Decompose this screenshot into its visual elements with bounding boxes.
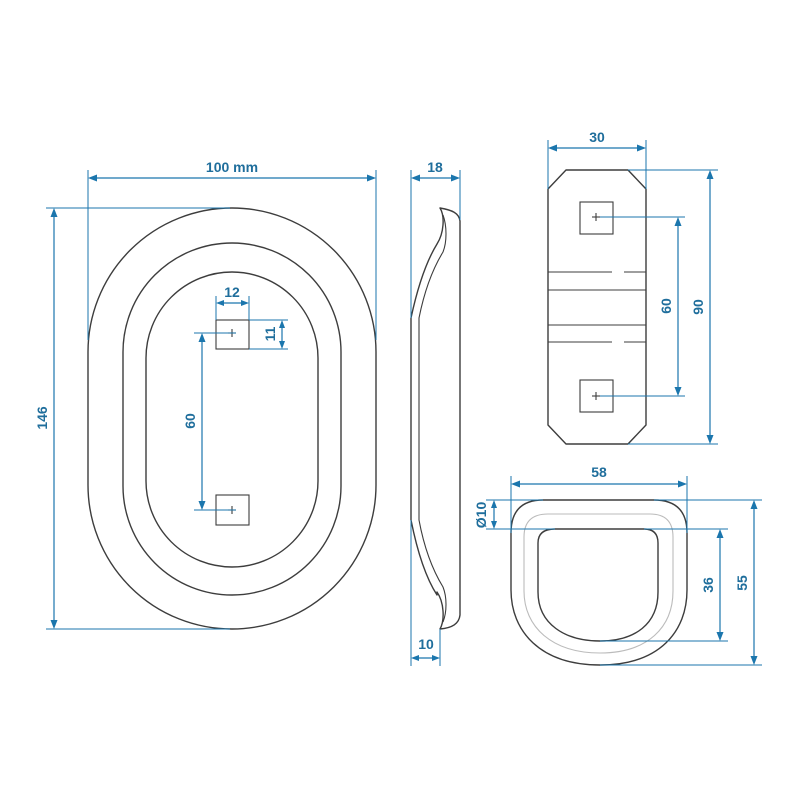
dimension-hole-width: 12: [215, 284, 250, 320]
dimension-bracket-width: 30: [547, 129, 647, 189]
ring-wire-diameter-label: Ø10: [473, 502, 489, 529]
dimension-ring-width: 58: [510, 464, 688, 533]
hole-width-label: 12: [224, 284, 240, 300]
bracket-outline: [547, 169, 647, 445]
side-flange-label: 10: [418, 636, 434, 652]
hole-spacing-label: 60: [182, 413, 198, 429]
dimension-ring-outer-height: 55: [600, 499, 762, 666]
ring-width-label: 58: [591, 464, 607, 480]
bracket-hole-spacing-label: 60: [658, 298, 674, 314]
dimension-bracket-hole-spacing: 60: [600, 216, 685, 397]
plate-width-label: 100 mm: [206, 159, 258, 175]
bracket-width-label: 30: [589, 129, 605, 145]
dimension-side-flange: 10: [410, 520, 441, 666]
dimension-ring-inner-height: 36: [600, 528, 728, 642]
plate-side-profile: [410, 207, 461, 630]
side-view: 18 10: [410, 159, 461, 666]
d-ring-inner: [537, 528, 659, 642]
dimension-side-depth: 18: [410, 159, 461, 318]
plate-recess: [145, 271, 319, 568]
bracket-hole-top: [579, 201, 614, 235]
dimension-bracket-height: 90: [628, 169, 718, 445]
front-view: 100 mm 146 12 11: [34, 159, 377, 630]
bracket-view: 30 60 90: [547, 129, 718, 445]
plate-outer-outline: [87, 207, 377, 630]
dimension-ring-wire-diameter: Ø10: [473, 499, 555, 530]
side-depth-label: 18: [427, 159, 443, 175]
ring-view: 58 Ø10 36 55: [473, 464, 762, 666]
plate-raised-rim: [122, 242, 342, 596]
mounting-hole-top: [215, 319, 250, 350]
dimension-plate-height: 146: [34, 207, 230, 630]
hole-height-label: 11: [262, 326, 278, 341]
bracket-bend-lines: [548, 271, 646, 343]
dimension-hole-spacing: 60: [182, 332, 236, 511]
ring-outer-height-label: 55: [734, 575, 750, 591]
dimension-plate-width: 100 mm: [87, 159, 377, 340]
dimension-hole-height: 11: [249, 319, 288, 350]
plate-height-label: 146: [34, 406, 50, 430]
bracket-height-label: 90: [690, 299, 706, 315]
ring-inner-height-label: 36: [700, 577, 716, 593]
